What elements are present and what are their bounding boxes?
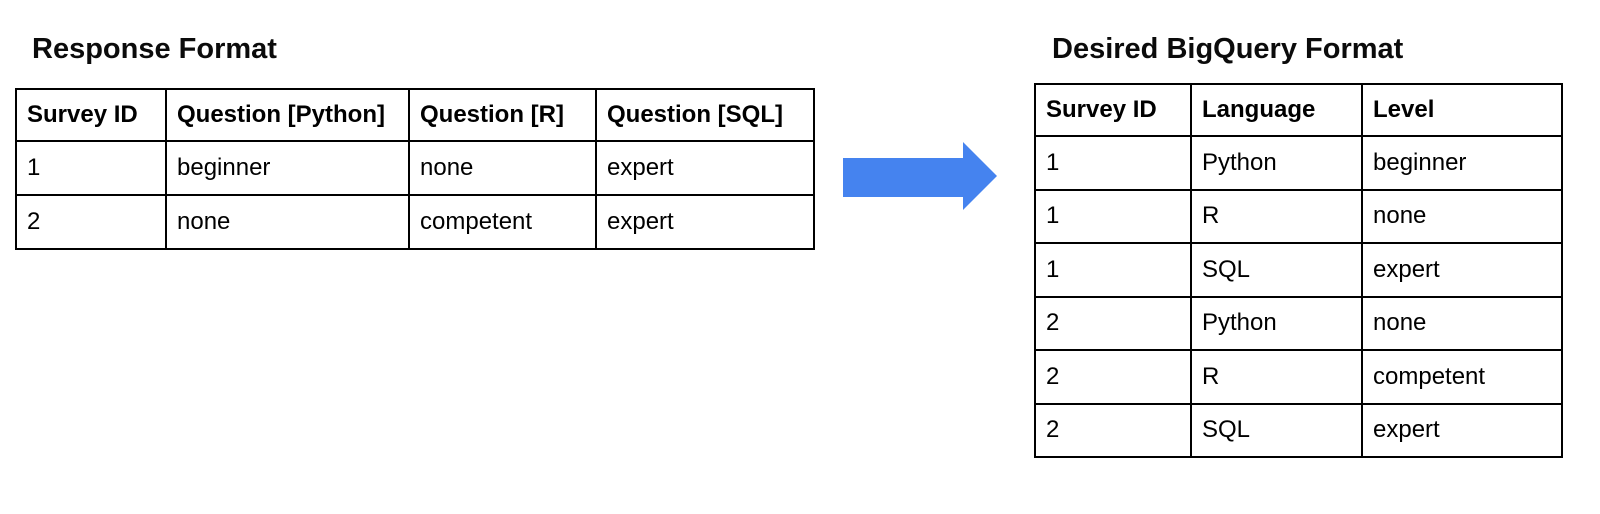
body-cell: none <box>1361 188 1563 244</box>
table-row: 1 Python beginner <box>1034 135 1563 191</box>
body-cell: 1 <box>1034 188 1192 244</box>
body-cell: beginner <box>165 140 410 196</box>
body-cell: 1 <box>1034 135 1192 191</box>
response-format-table: Survey ID Question [Python] Question [R]… <box>15 88 815 250</box>
body-cell: 2 <box>1034 295 1192 351</box>
body-cell: 2 <box>1034 349 1192 405</box>
header-cell-question-python: Question [Python] <box>165 88 410 142</box>
body-cell: expert <box>1361 402 1563 458</box>
header-cell-language: Language <box>1190 83 1363 137</box>
header-cell-question-r: Question [R] <box>408 88 597 142</box>
bigquery-format-table: Survey ID Language Level 1 Python beginn… <box>1034 83 1563 458</box>
table-row: 1 SQL expert <box>1034 242 1563 298</box>
body-cell: 1 <box>15 140 167 196</box>
body-cell: 2 <box>1034 402 1192 458</box>
body-cell: SQL <box>1190 242 1363 298</box>
body-cell: competent <box>1361 349 1563 405</box>
body-cell: SQL <box>1190 402 1363 458</box>
header-cell-question-sql: Question [SQL] <box>595 88 815 142</box>
body-cell: expert <box>1361 242 1563 298</box>
response-format-title: Response Format <box>32 33 277 65</box>
response-header-row: Survey ID Question [Python] Question [R]… <box>15 88 815 142</box>
table-row: 2 R competent <box>1034 349 1563 405</box>
table-row: 1 beginner none expert <box>15 140 815 196</box>
right-arrow-icon <box>843 142 997 210</box>
body-cell: 1 <box>1034 242 1192 298</box>
body-cell: none <box>165 194 410 250</box>
body-cell: Python <box>1190 295 1363 351</box>
header-cell-survey-id: Survey ID <box>1034 83 1192 137</box>
table-row: 2 Python none <box>1034 295 1563 351</box>
right-arrow-shape <box>843 142 997 210</box>
body-cell: none <box>408 140 597 196</box>
table-row: 2 none competent expert <box>15 194 815 250</box>
body-cell: R <box>1190 349 1363 405</box>
header-cell-survey-id: Survey ID <box>15 88 167 142</box>
body-cell: expert <box>595 140 815 196</box>
bigquery-format-title: Desired BigQuery Format <box>1052 33 1404 65</box>
body-cell: competent <box>408 194 597 250</box>
body-cell: expert <box>595 194 815 250</box>
body-cell: Python <box>1190 135 1363 191</box>
body-cell: 2 <box>15 194 167 250</box>
body-cell: none <box>1361 295 1563 351</box>
table-row: 1 R none <box>1034 188 1563 244</box>
bigquery-header-row: Survey ID Language Level <box>1034 83 1563 137</box>
table-row: 2 SQL expert <box>1034 402 1563 458</box>
body-cell: R <box>1190 188 1363 244</box>
body-cell: beginner <box>1361 135 1563 191</box>
header-cell-level: Level <box>1361 83 1563 137</box>
